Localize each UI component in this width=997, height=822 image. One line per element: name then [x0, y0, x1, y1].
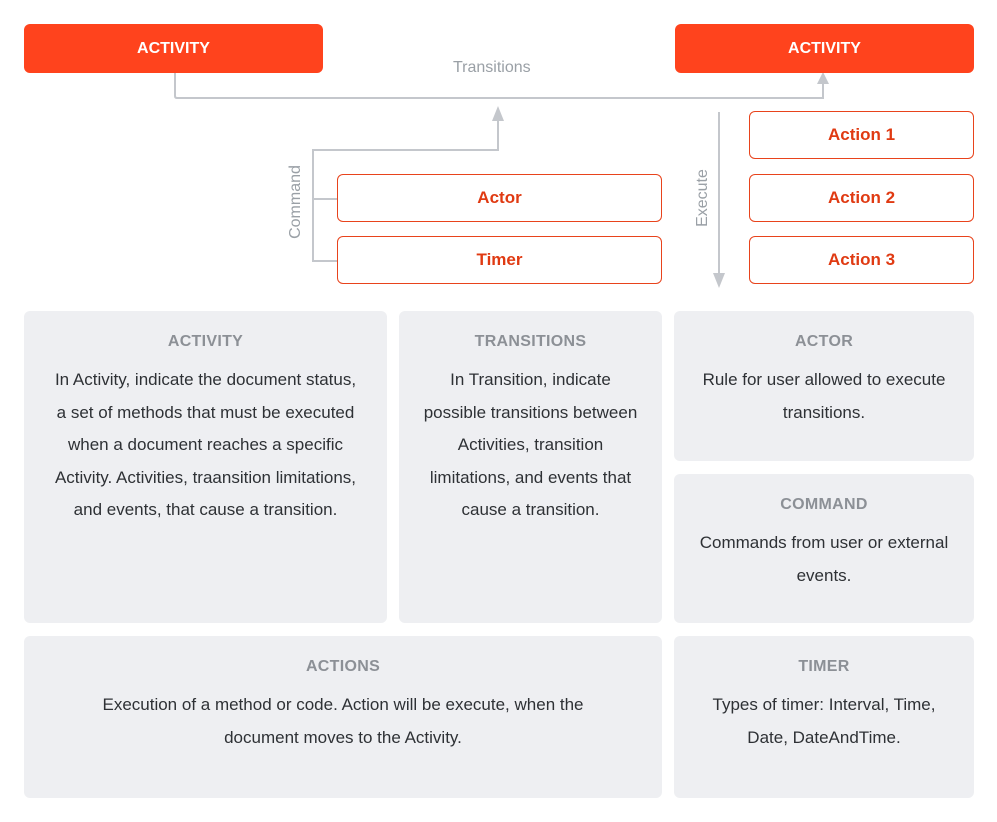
actor-box: Actor: [337, 174, 662, 222]
command-label: Command: [287, 165, 304, 239]
command-card: COMMAND Commands from user or external e…: [674, 474, 974, 623]
timer-box: Timer: [337, 236, 662, 284]
action-2-box: Action 2: [749, 174, 974, 222]
transitions-connector: [174, 73, 824, 99]
transitions-label: Transitions: [453, 59, 531, 76]
actor-card-body: Rule for user allowed to execute transit…: [702, 370, 946, 422]
timer-card: TIMER Types of timer: Interval, Time, Da…: [674, 636, 974, 798]
command-arrowhead: [492, 106, 504, 121]
actor-card: ACTOR Rule for user allowed to execute t…: [674, 311, 974, 461]
transitions-card: TRANSITIONS In Transition, indicate poss…: [399, 311, 662, 623]
workflow-diagram: ACTIVITY ACTIVITY Transitions Command Ex…: [0, 0, 997, 300]
transitions-arrowhead: [817, 72, 829, 84]
command-connector: [312, 120, 499, 262]
activity-card-title: ACTIVITY: [167, 333, 244, 350]
action-1-box: Action 1: [749, 111, 974, 159]
activity-card: ACTIVITY In Activity, indicate the docum…: [24, 311, 387, 623]
actions-card-title: ACTIONS: [305, 658, 381, 675]
connector-lines: [174, 72, 829, 288]
actor-card-title: ACTOR: [794, 333, 854, 350]
transitions-card-body: In Transition, indicate possible transit…: [423, 370, 638, 519]
timer-card-body: Types of timer: Interval, Time, Date, Da…: [712, 695, 936, 747]
actions-card-body: Execution of a method or code. Action wi…: [102, 695, 584, 747]
activity-target-box: ACTIVITY: [675, 24, 974, 73]
timer-card-title: TIMER: [798, 658, 850, 675]
activity-source-box: ACTIVITY: [24, 24, 323, 73]
activity-card-body: In Activity, indicate the document statu…: [54, 370, 357, 519]
command-card-body: Commands from user or external events.: [699, 533, 949, 585]
transitions-card-title: TRANSITIONS: [474, 333, 587, 350]
execute-label: Execute: [694, 169, 711, 227]
actions-card: ACTIONS Execution of a method or code. A…: [24, 636, 662, 798]
action-3-box: Action 3: [749, 236, 974, 284]
command-card-title: COMMAND: [780, 496, 868, 513]
execute-arrowhead: [713, 273, 725, 288]
